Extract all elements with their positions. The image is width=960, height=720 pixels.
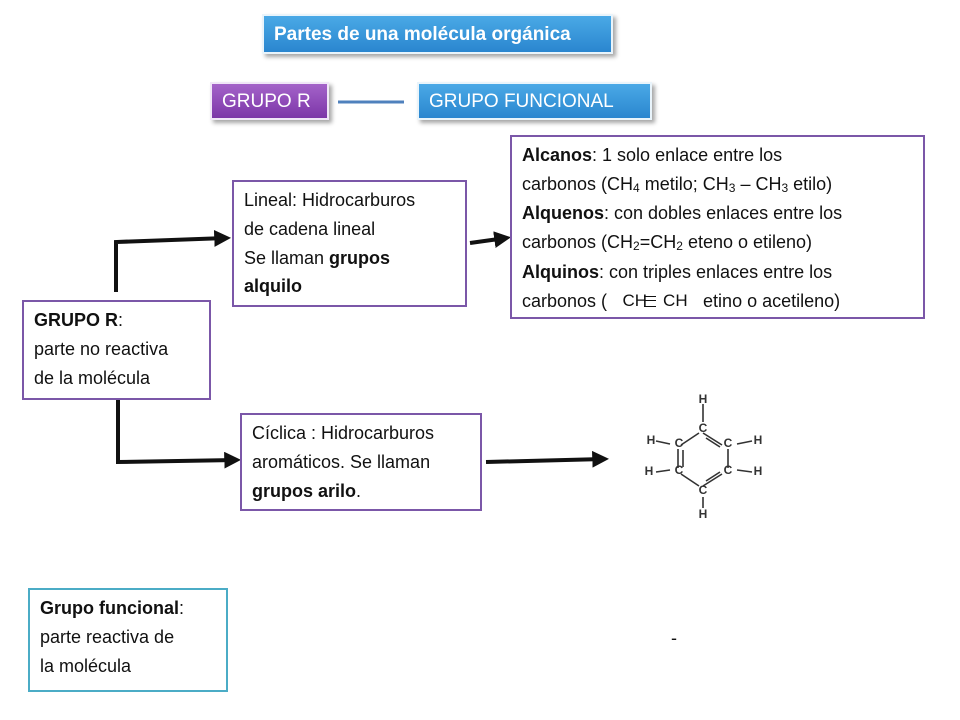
ciclica-line3-suffix: . xyxy=(356,480,362,501)
grupo-r-box: GRUPO R: parte no reactiva de la molécul… xyxy=(22,300,211,400)
grupo-funcional-line2: parte reactiva de xyxy=(40,626,175,647)
text: – CH xyxy=(735,174,782,195)
ciclica-line3-bold: grupos arilo xyxy=(252,480,357,501)
grupo-funcional-box: Grupo funcional: parte reactiva de la mo… xyxy=(28,588,228,692)
subscript: 4 xyxy=(633,181,640,196)
subscript: 3 xyxy=(728,181,736,196)
alquinos-line2: carbonos ( CH CH etino o acetileno) xyxy=(522,287,913,316)
alcanos-line1: Alcanos: 1 solo enlace entre los xyxy=(522,141,913,170)
dash-mark: - xyxy=(671,628,677,648)
text: carbonos ( xyxy=(522,290,608,311)
alquinos-line1: Alquinos: con triples enlaces entre los xyxy=(522,258,913,287)
lineal-line1: Lineal: Hidrocarburos xyxy=(244,190,416,210)
atom-h: H xyxy=(699,507,708,521)
atom-c: C xyxy=(675,463,684,477)
grupo-funcional-pill-text: GRUPO FUNCIONAL xyxy=(429,90,614,112)
subscript: 2 xyxy=(676,239,683,254)
subscript: 2 xyxy=(633,239,640,254)
ciclica-line2: aromáticos. Se llaman xyxy=(252,451,431,472)
atom-h: H xyxy=(754,464,763,478)
text: etino o acetileno) xyxy=(703,290,841,311)
atom-c: C xyxy=(724,463,733,477)
text: eteno o etileno) xyxy=(682,232,813,253)
lineal-line4: alquilo xyxy=(244,272,455,301)
hydrocarbons-box: Alcanos: 1 solo enlace entre los carbono… xyxy=(510,135,925,319)
text: metilo; CH xyxy=(639,174,729,195)
grupo-r-pill: GRUPO R xyxy=(210,82,329,120)
grupo-funcional-line1: Grupo funcional: xyxy=(40,594,216,623)
alcanos-desc: : 1 solo enlace entre los xyxy=(592,145,783,165)
arrow-to-lineal xyxy=(114,230,232,292)
page-title: Partes de una molécula orgánica xyxy=(262,14,613,54)
alquinos-desc: : con triples enlaces entre los xyxy=(599,261,833,282)
text: etilo) xyxy=(788,174,833,195)
ciclica-line3: grupos arilo. xyxy=(252,477,470,506)
alquenos-term: Alquenos xyxy=(522,203,605,224)
arrow-to-ciclica xyxy=(116,398,242,469)
lineal-line4-bold: alquilo xyxy=(244,276,302,297)
atom-h: H xyxy=(645,464,654,478)
formula-left: CH xyxy=(622,290,648,310)
atom-h: H xyxy=(647,433,656,447)
alquenos-desc: : con dobles enlaces entre los xyxy=(604,203,843,224)
text: carbonos (CH xyxy=(522,232,634,253)
lineal-line3-bold: grupos xyxy=(329,247,391,268)
alcanos-term: Alcanos xyxy=(522,145,593,165)
arrow-lineal-to-alkanes xyxy=(469,231,511,248)
subscript: 3 xyxy=(781,181,789,196)
benzene-structure: H C C C C C C H H H H H xyxy=(645,392,763,521)
grupo-r-term: GRUPO R xyxy=(34,310,119,330)
text: carbonos (CH xyxy=(522,174,634,195)
page-title-text: Partes de una molécula orgánica xyxy=(274,23,571,45)
lineal-line3-prefix: Se llaman xyxy=(244,247,330,268)
lineal-line3: Se llaman grupos xyxy=(244,244,455,273)
colon: : xyxy=(179,598,185,618)
alquenos-line1: Alquenos: con dobles enlaces entre los xyxy=(522,199,913,228)
grupo-funcional-pill: GRUPO FUNCIONAL xyxy=(417,82,652,120)
grupo-r-line2: parte no reactiva xyxy=(34,338,169,359)
ciclica-line1: Cíclica : Hidrocarburos xyxy=(252,423,435,443)
atom-h: H xyxy=(699,392,708,406)
arrow-ciclica-to-benzene xyxy=(485,450,610,468)
text: =CH xyxy=(639,232,677,253)
grupo-r-line1: GRUPO R: xyxy=(34,306,199,335)
grupo-r-line3: de la molécula xyxy=(34,367,151,388)
atom-c: C xyxy=(675,436,684,450)
atom-h: H xyxy=(754,433,763,447)
alquenos-line2: carbonos (CH2=CH2 eteno o etileno) xyxy=(522,228,913,257)
lineal-box: Lineal: Hidrocarburos de cadena lineal S… xyxy=(232,180,467,307)
atom-c: C xyxy=(699,483,708,497)
atom-c: C xyxy=(699,421,708,435)
grupo-funcional-term: Grupo funcional xyxy=(40,598,179,618)
formula-right: CH xyxy=(663,290,688,310)
grupo-r-pill-text: GRUPO R xyxy=(222,90,311,112)
acetylene-formula: CH CH xyxy=(607,287,703,315)
alcanos-line2: carbonos (CH4 metilo; CH3 – CH3 etilo) xyxy=(522,170,913,199)
ciclica-box: Cíclica : Hidrocarburos aromáticos. Se l… xyxy=(240,413,482,511)
triple-bond-icon xyxy=(644,295,657,307)
grupo-funcional-line3: la molécula xyxy=(40,655,132,676)
colon: : xyxy=(118,310,124,330)
alquinos-term: Alquinos xyxy=(522,261,599,282)
lineal-line2: de cadena lineal xyxy=(244,218,376,239)
atom-c: C xyxy=(724,436,733,450)
